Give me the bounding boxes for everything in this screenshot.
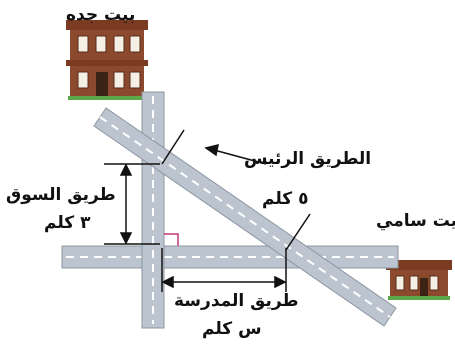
- main-road-dimension: [161, 129, 311, 251]
- school-road-label: طريق المدرسة: [174, 291, 299, 311]
- market-road-length: ٣ كلم: [44, 213, 91, 233]
- grandma-house-label: بيت جده: [66, 5, 136, 25]
- sami-house-icon: [386, 260, 452, 300]
- right-angle-mark: [164, 233, 179, 246]
- sami-house-label: بيت سامي: [376, 211, 455, 231]
- main-road-label: الطريق الرئيس: [244, 149, 372, 169]
- market-road-label: طريق السوق: [6, 185, 116, 205]
- school-road-length: س كلم: [202, 319, 262, 339]
- market-road-dimension: [104, 163, 160, 245]
- school-road-dimension: [161, 248, 287, 292]
- grandma-house-icon: [65, 19, 149, 101]
- market-road: [141, 91, 165, 329]
- main-road-leader-arrow: [204, 143, 267, 165]
- school-road: [61, 245, 399, 269]
- main-road: [93, 107, 397, 327]
- main-road-length: ٥ كلم: [262, 189, 309, 209]
